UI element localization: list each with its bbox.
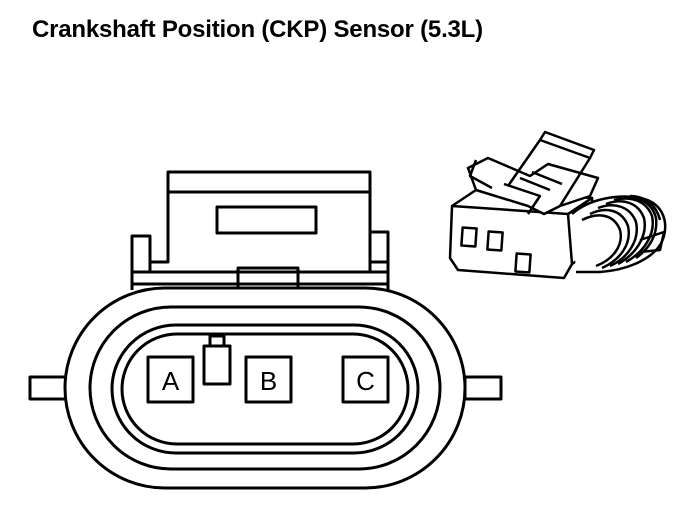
- latch-slot: [215, 205, 318, 235]
- right-mounting-tab: [463, 375, 503, 401]
- pin-label-b: B: [260, 366, 277, 396]
- connector-cavity-outer: [110, 323, 420, 455]
- pin-cavity-a: [146, 355, 195, 404]
- pin-cavity-b: [244, 355, 293, 404]
- connector-cavity-inner: [120, 332, 410, 446]
- perspective-cavity-2: [486, 230, 504, 252]
- connector-top-housing: [130, 170, 390, 300]
- perspective-latch: [466, 156, 600, 216]
- connector-front-view: [28, 170, 503, 490]
- pin-cavity-c: [341, 355, 390, 404]
- pin-label-c: C: [356, 366, 375, 396]
- connector-shell-rim: [88, 305, 442, 471]
- left-mounting-tab: [28, 375, 68, 401]
- connector-perspective-view: [448, 130, 667, 280]
- diagram-title: Crankshaft Position (CKP) Sensor (5.3L): [32, 16, 483, 43]
- perspective-cavity-3: [514, 252, 532, 274]
- pin-label-a: A: [162, 366, 180, 396]
- perspective-cavity-1: [460, 226, 478, 248]
